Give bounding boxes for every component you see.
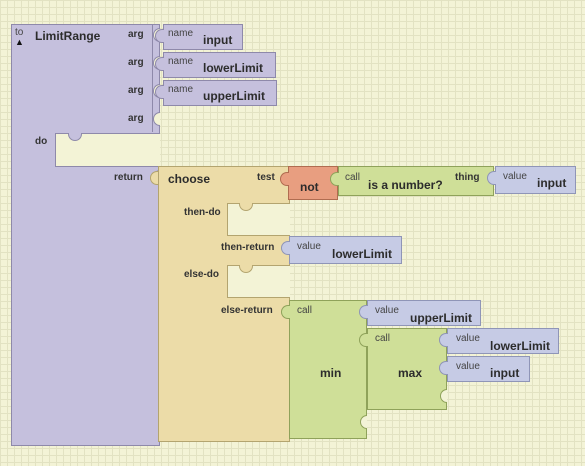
else-do-slot[interactable] [227,265,290,298]
arg-name-lowerlimit[interactable]: lowerLimit [203,61,264,75]
arg-name-block-input[interactable] [163,24,243,50]
then-do-slot[interactable] [227,203,290,236]
not-title: not [300,180,319,194]
arg-name-label-1: name [168,28,194,39]
arg-name-label-3: name [168,84,194,95]
value-block-min-upperlimit[interactable] [367,300,481,326]
then-return-label: then-return [221,242,275,253]
thing-label: thing [455,172,480,183]
not-block[interactable] [288,166,338,200]
arg-label-4: arg [128,113,144,124]
is-number-call-label: call [345,172,361,183]
arg-label-2: arg [128,57,144,68]
max-call-label: call [375,333,391,344]
procedure-header-extension [11,24,153,132]
arg-name-block-upperlimit[interactable] [163,80,277,106]
value-block-max-lowerlimit[interactable] [447,328,559,354]
return-label: return [114,172,143,183]
arg-name-input[interactable]: input [203,33,233,47]
else-do-label: else-do [184,269,220,280]
value-label-max-1: value [456,333,480,344]
test-label: test [257,172,275,183]
arg-name-upperlimit[interactable]: upperLimit [203,89,265,103]
value-then-lowerlimit[interactable]: lowerLimit [332,247,393,261]
value-block-max-input[interactable] [447,356,530,382]
arg-label-3: arg [128,85,144,96]
do-label: do [35,136,48,147]
value-test-input[interactable]: input [537,176,567,190]
arg-label-1: arg [128,29,144,40]
value-max-input[interactable]: input [490,366,520,380]
value-label-max-2: value [456,361,480,372]
arg-name-label-2: name [168,56,194,67]
choose-title: choose [168,172,211,186]
min-block[interactable] [289,300,367,439]
value-label-min: value [375,305,399,316]
collapse-icon[interactable]: ▲ [15,37,24,47]
value-min-upperlimit[interactable]: upperLimit [410,311,472,325]
max-block[interactable] [367,328,447,410]
is-number-block[interactable] [338,166,494,196]
choose-header-bar [158,166,290,194]
min-call-label: call [297,305,313,316]
value-block-then-lowerlimit[interactable] [289,236,402,264]
else-return-label: else-return [221,305,273,316]
value-max-lowerlimit[interactable]: lowerLimit [490,339,551,353]
max-title: max [398,366,423,380]
arg-name-block-lowerlimit[interactable] [163,52,276,78]
then-do-label: then-do [184,207,221,218]
value-label-then: value [297,241,321,252]
to-label: to [15,27,24,38]
min-title: min [320,366,342,380]
procedure-name[interactable]: LimitRange [35,29,101,43]
is-number-title: is a number? [368,178,443,192]
value-label-test: value [503,171,527,182]
